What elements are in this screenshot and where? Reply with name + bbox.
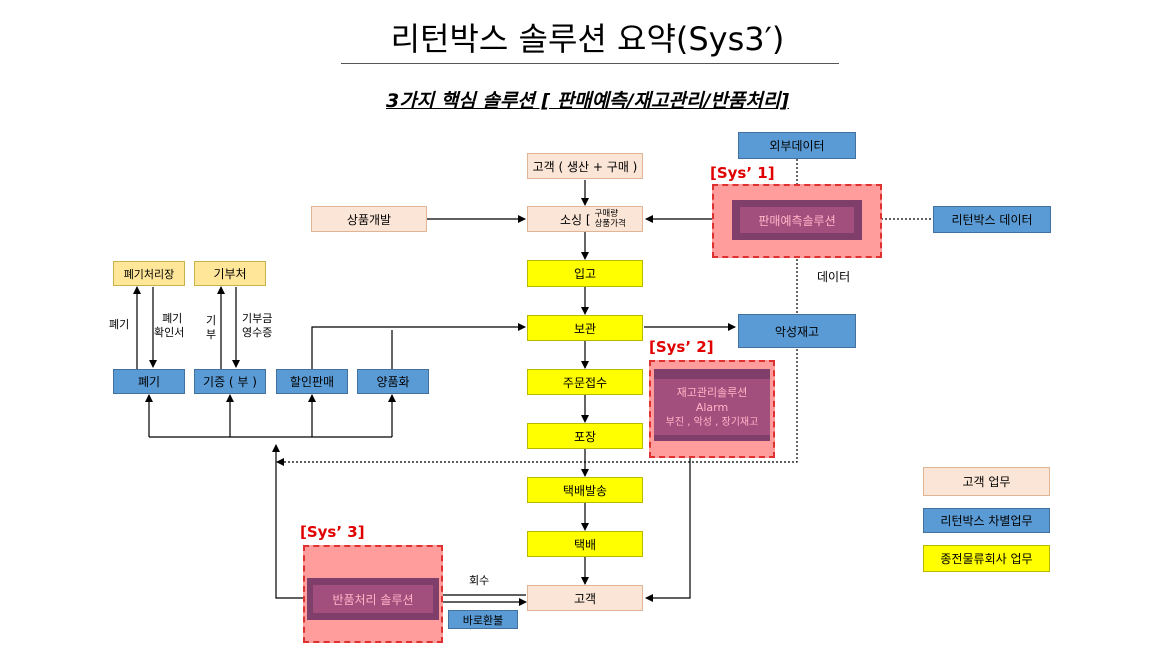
node-refurbish: 양품화 <box>357 369 429 394</box>
edge-label-disposal: 폐기 <box>109 318 130 331</box>
node-customer-bottom: 고객 <box>527 585 643 611</box>
node-discount-sale: 할인판매 <box>276 369 348 394</box>
sys3-name: 반품처리 솔루션 <box>313 585 433 613</box>
page-subtitle: 3가지 핵심 솔루션 [ 판매예측/재고관리/반품처리] <box>385 90 790 112</box>
node-sourcing-sub1: 구매량 <box>594 209 619 219</box>
title-underline <box>341 63 839 64</box>
edge-label-receipt: 기부금 영수증 <box>242 312 272 340</box>
node-shipping: 택배발송 <box>527 477 643 503</box>
node-returnbox-data: 리턴박스 데이터 <box>933 206 1051 233</box>
legend-customer: 고객 업무 <box>923 467 1050 496</box>
node-donation: 기증 ( 부 ) <box>194 369 266 394</box>
node-sourcing-sub2: 상품가격 <box>594 219 626 229</box>
edge-label-donate-2: 부 <box>206 328 217 341</box>
node-disposal: 폐기 <box>113 369 185 394</box>
node-sourcing-sub: 구매량 상품가격 <box>595 209 626 229</box>
node-sourcing-label: 소싱 [ <box>560 212 591 227</box>
node-bad-stock: 악성재고 <box>738 314 856 348</box>
node-receiving: 입고 <box>527 260 643 287</box>
node-delivery: 택배 <box>527 531 643 557</box>
sys1-inner: 판매예측솔루션 <box>732 200 862 240</box>
legend-logistics: 종전물류회사 업무 <box>923 545 1050 572</box>
edge-label-collection: 회수 <box>469 574 490 587</box>
edge-label-disposal-cert-2: 확인서 <box>154 326 185 339</box>
edge-label-donate: 기 부 <box>206 314 216 342</box>
node-packing: 포장 <box>527 423 643 449</box>
sys1-frame: 판매예측솔루션 <box>712 184 882 258</box>
node-customer-top: 고객 ( 생산 + 구매 ) <box>527 153 643 179</box>
edge-label-receipt-2: 영수증 <box>242 326 273 339</box>
edge-label-disposal-cert-1: 폐기 <box>162 312 183 325</box>
sys2-line1: 재고관리솔루션 <box>676 385 748 399</box>
legend-returnbox: 리턴박스 차별업무 <box>923 508 1050 533</box>
node-product-dev: 상품개발 <box>311 206 427 232</box>
node-external-data: 외부데이터 <box>738 132 856 159</box>
sys2-inner: 재고관리솔루션 Alarm 부진 , 악성 , 장기재고 <box>654 369 770 441</box>
node-order: 주문접수 <box>527 369 643 395</box>
sys2-line3: 부진 , 악성 , 장기재고 <box>665 416 759 428</box>
edge-badstock-bus <box>276 341 798 466</box>
sys1-label: [Sys’ 1] <box>710 164 775 182</box>
node-storage: 보관 <box>527 315 643 341</box>
node-instant-refund: 바로환불 <box>448 610 518 629</box>
sys2-frame: 재고관리솔루션 Alarm 부진 , 악성 , 장기재고 <box>649 360 775 458</box>
edge-label-donate-1: 기 <box>206 314 217 327</box>
edge-sys3-up <box>272 444 305 599</box>
edge-discount-storage <box>311 323 526 369</box>
edge-label-disposal-cert: 폐기 확인서 <box>154 312 184 340</box>
node-sourcing: 소싱 [ 구매량 상품가격 <box>527 206 643 232</box>
edge-label-data: 데이터 <box>817 270 851 284</box>
sys3-label: [Sys’ 3] <box>300 523 365 541</box>
sys2-core: 재고관리솔루션 Alarm 부진 , 악성 , 장기재고 <box>654 379 770 435</box>
sys2-label: [Sys’ 2] <box>649 338 714 356</box>
sys3-frame: 반품처리 솔루션 <box>303 545 443 643</box>
sys1-name: 판매예측솔루션 <box>740 207 854 233</box>
edge-label-receipt-1: 기부금 <box>242 312 273 325</box>
sys3-inner: 반품처리 솔루션 <box>307 578 439 620</box>
page-title: 리턴박스 솔루션 요약(Sys3′) <box>390 20 785 58</box>
node-donee: 기부처 <box>194 261 266 286</box>
node-disposal-site: 폐기처리장 <box>113 261 185 286</box>
sys2-line2: Alarm <box>695 400 729 414</box>
edge-sys2-customer <box>645 440 691 602</box>
